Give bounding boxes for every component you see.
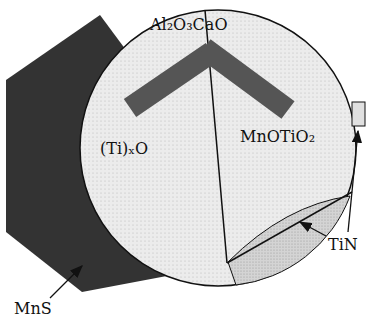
phase-label: MnS <box>14 300 52 318</box>
phase-label: MnOTiO₂ <box>240 128 315 146</box>
phase-label: Al₂O₃CaO <box>150 16 228 34</box>
al2o3cao-bar <box>130 52 212 108</box>
leader-arrow <box>300 222 326 236</box>
tin-particle <box>352 102 365 126</box>
phase-label: (Ti)ₓO <box>100 140 148 158</box>
al2o3cao-bar <box>204 48 288 110</box>
phase-label: TiN <box>328 236 358 254</box>
leader-arrow <box>50 266 82 298</box>
leader-arrow <box>348 131 358 232</box>
inclusion-circle <box>80 10 356 286</box>
